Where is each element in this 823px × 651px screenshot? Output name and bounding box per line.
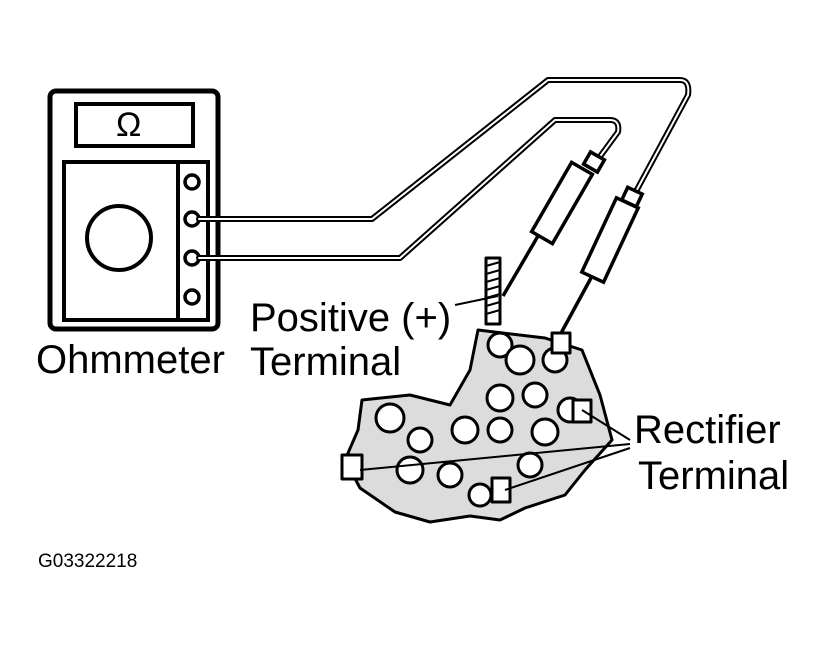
positive-terminal-leader: [454, 295, 499, 306]
ohmmeter: [47, 88, 221, 332]
ohmmeter-display: [74, 102, 195, 148]
leader-lines: [359, 295, 631, 491]
ohmmeter-label: Ohmmeter: [36, 338, 225, 382]
jack-4: [183, 288, 201, 306]
rectifier-terminal-label-line2: Terminal: [638, 454, 790, 498]
positive-terminal-label-line2: Terminal: [250, 340, 402, 384]
rectifier-leader-2: [359, 443, 631, 471]
ohmmeter-jack-panel: [176, 160, 210, 322]
positive-terminal-label-line1: Positive (+): [250, 296, 452, 340]
test-leads: [196, 77, 692, 261]
ohm-symbol: Ω: [116, 106, 142, 144]
probes: [501, 149, 645, 336]
rectifier-holes: [374, 331, 584, 508]
rectifier-holder: [340, 256, 614, 524]
ohmmeter-dial: [85, 204, 153, 272]
positive-terminal-stud: [484, 256, 502, 326]
jack-1: [183, 173, 201, 191]
right-probe: [558, 184, 645, 336]
ohmmeter-case: [47, 88, 221, 332]
figure-code: G03322218: [38, 551, 138, 572]
rectifier-terminal-tabs: [340, 331, 593, 504]
rectifier-leader-3: [504, 447, 631, 491]
rectifier-leader-1: [581, 409, 631, 441]
ohmmeter-dial-panel: [62, 160, 180, 322]
left-probe: [501, 149, 607, 297]
rectifier-terminal-label-line1: Rectifier: [634, 408, 781, 452]
